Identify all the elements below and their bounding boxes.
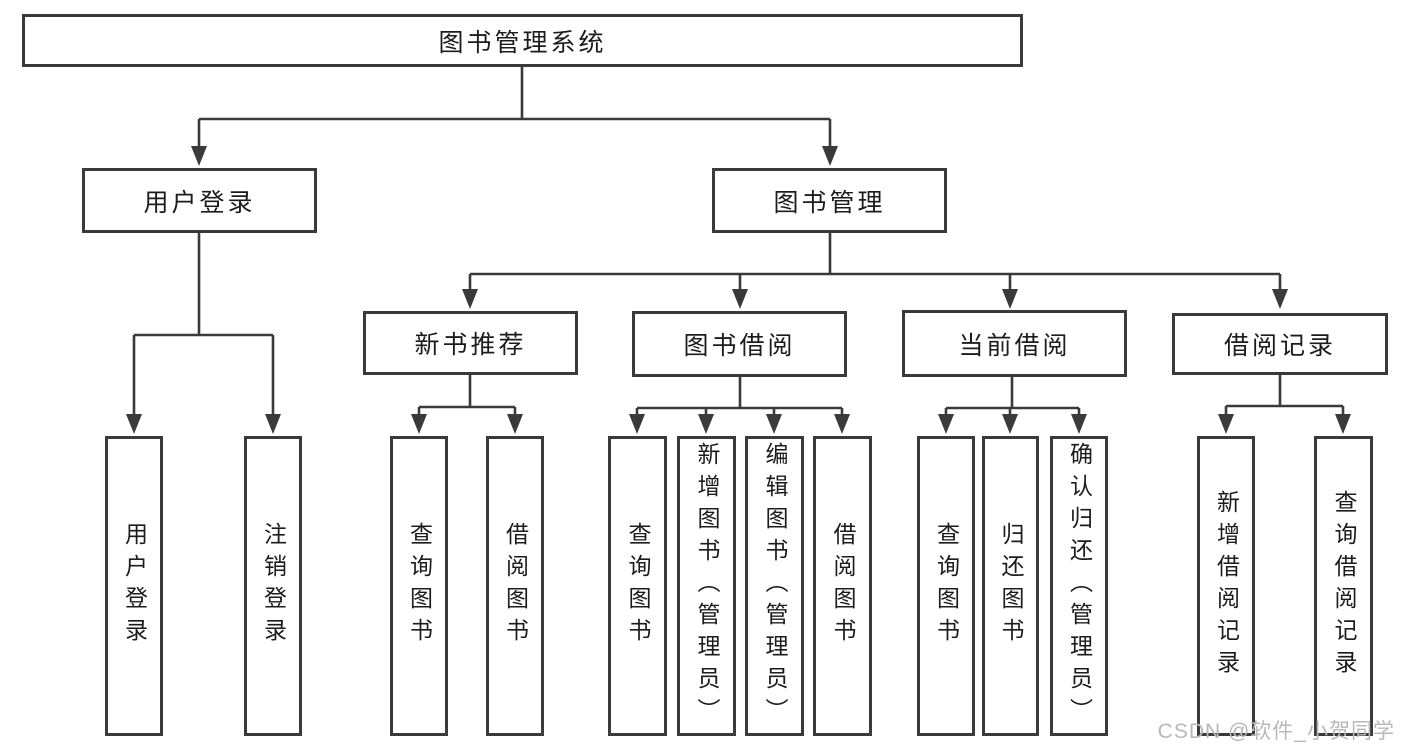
leaf-label: 新增图书（管理员）: [694, 442, 720, 730]
leaf-borrow-books-recommend: 借阅图书: [486, 436, 544, 736]
node-label: 图书借阅: [683, 332, 796, 360]
leaf-label: 用户登录: [121, 522, 148, 650]
leaf-return-books: 归还图书: [982, 436, 1039, 736]
leaf-logout: 注销登录: [244, 436, 302, 736]
node-book-borrow: 图书借阅: [632, 311, 847, 377]
leaf-label: 借阅图书: [830, 522, 856, 650]
leaf-label: 查询图书: [406, 522, 433, 650]
node-label: 新书推荐: [414, 331, 527, 359]
leaf-user-login: 用户登录: [105, 436, 163, 736]
node-library-management-system: 图书管理系统: [22, 14, 1023, 67]
leaf-query-books-recommend: 查询图书: [390, 436, 448, 736]
leaf-query-books-current: 查询图书: [917, 436, 975, 736]
leaf-label: 新增借阅记录: [1213, 490, 1240, 682]
leaf-query-borrow-record: 查询借阅记录: [1314, 436, 1373, 736]
node-label: 借阅记录: [1223, 332, 1336, 360]
leaf-borrow-books: 借阅图书: [813, 436, 872, 736]
watermark: CSDN @软件_小贺同学: [1157, 720, 1395, 743]
leaf-add-books-admin: 新增图书（管理员）: [677, 436, 736, 736]
leaf-confirm-return-admin: 确认归还（管理员）: [1050, 436, 1108, 736]
leaf-add-borrow-record: 新增借阅记录: [1197, 436, 1255, 736]
leaf-label: 注销登录: [260, 522, 287, 650]
node-label: 图书管理系统: [438, 28, 607, 57]
node-user-login: 用户登录: [82, 168, 317, 233]
leaf-label: 查询借阅记录: [1331, 490, 1357, 682]
leaf-query-books-borrow: 查询图书: [608, 436, 667, 736]
leaf-label: 查询图书: [933, 522, 960, 650]
node-label: 用户登录: [143, 188, 256, 217]
leaf-label: 借阅图书: [502, 522, 529, 650]
arrowhead-icons: [126, 146, 1351, 434]
node-label: 当前借阅: [958, 331, 1071, 360]
node-new-book-recommend: 新书推荐: [363, 311, 578, 375]
leaf-label: 编辑图书（管理员）: [762, 442, 788, 730]
node-borrow-records: 借阅记录: [1172, 313, 1388, 375]
node-current-borrow: 当前借阅: [902, 310, 1127, 377]
node-book-management: 图书管理: [712, 168, 947, 233]
node-label: 图书管理: [773, 188, 886, 217]
leaf-edit-books-admin: 编辑图书（管理员）: [745, 436, 804, 736]
leaf-label: 查询图书: [625, 522, 651, 650]
leaf-label: 归还图书: [998, 522, 1024, 650]
leaf-label: 确认归还（管理员）: [1066, 442, 1093, 730]
